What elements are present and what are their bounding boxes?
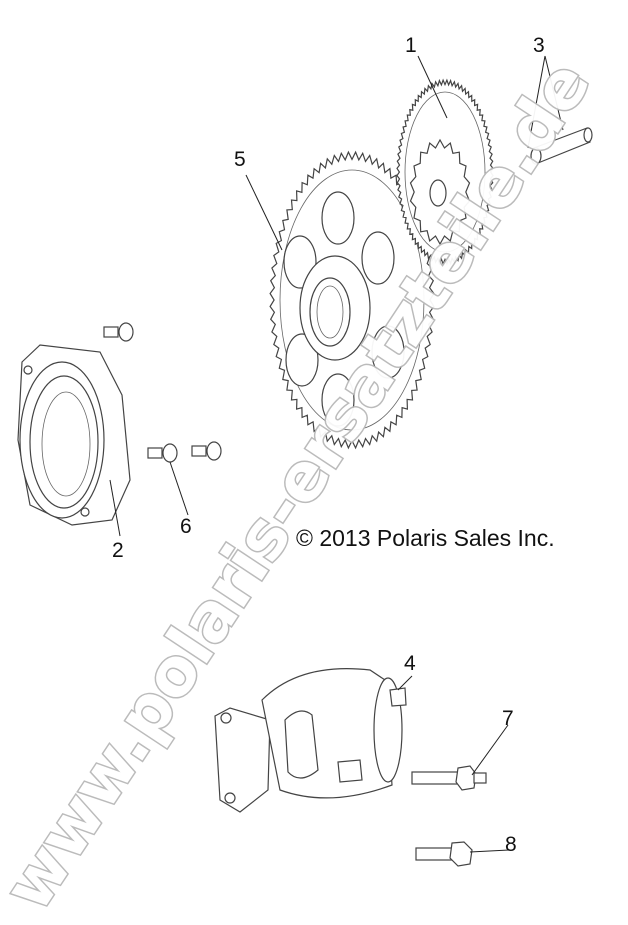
callout-2: 2	[112, 539, 124, 562]
copyright-notice: © 2013 Polaris Sales Inc.	[296, 525, 555, 551]
gear-5	[269, 150, 435, 450]
callout-8: 8	[505, 833, 517, 856]
callout-1: 1	[405, 34, 417, 57]
gear-5-hole	[321, 373, 355, 427]
gear-5-hole	[361, 231, 395, 285]
bearing-housing-2	[17, 344, 131, 526]
gear-5-hole	[285, 333, 319, 387]
bolt-8	[415, 841, 473, 867]
gear-5-hole	[321, 191, 355, 245]
starter-motor-4	[214, 668, 407, 813]
callout-5: 5	[234, 148, 246, 171]
callout-3: 3	[533, 34, 545, 57]
bolt-7	[411, 765, 487, 791]
bolt	[103, 322, 134, 342]
callout-4: 4	[404, 652, 416, 675]
bolt	[191, 441, 222, 461]
callout-6: 6	[180, 515, 192, 538]
pin-3	[530, 127, 593, 165]
bolt	[147, 443, 178, 463]
gear-1	[396, 78, 494, 266]
callout-7: 7	[502, 707, 514, 730]
leader-lines	[109, 55, 564, 853]
gear-5-hole	[371, 325, 405, 379]
